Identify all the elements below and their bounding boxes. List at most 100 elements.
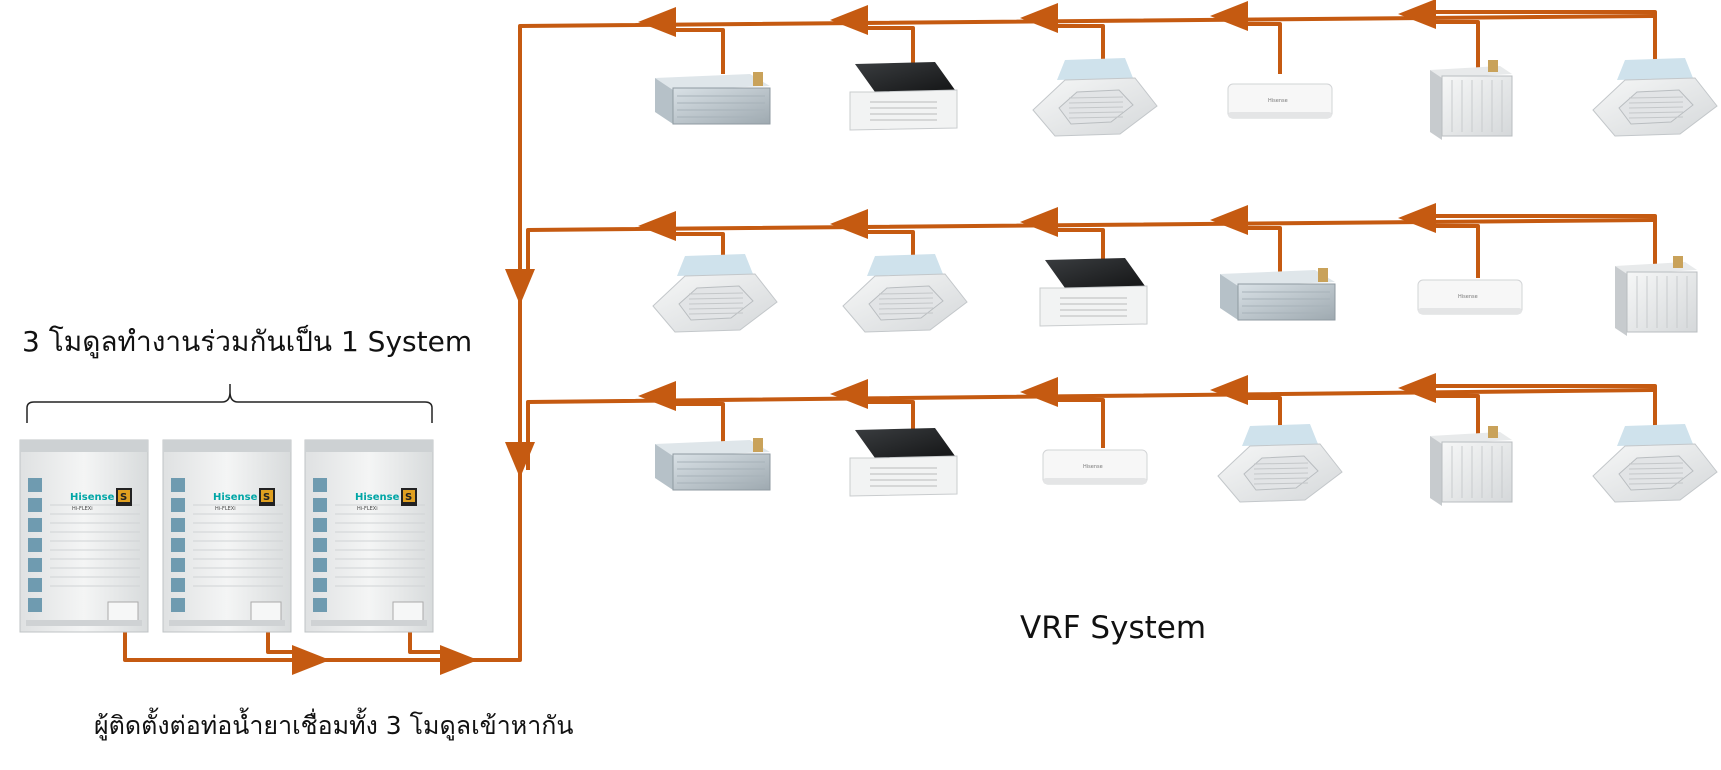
left-arrow-r3-4 (1210, 375, 1248, 405)
wall-unit-brand-text: Hisense (1083, 464, 1103, 470)
left-arrow-r3-5 (1398, 373, 1436, 403)
drop-pipe-r3-5 (1428, 394, 1480, 448)
grille-icon (28, 598, 42, 612)
grille-icon (28, 498, 42, 512)
drop-pipe-r2-5 (1428, 224, 1480, 278)
outdoor-header-pipe (123, 632, 520, 662)
grille-icon (171, 498, 185, 512)
modules-system-label: 3 โมดูลทำงานร่วมกันเป็น 1 System (22, 325, 473, 358)
grille-icon (171, 518, 185, 532)
cassette-unit-black (849, 62, 958, 131)
left-arrow-r3-3 (1020, 377, 1058, 407)
branch-row-2-pipe (526, 218, 1656, 270)
drop-pipe-r1-4 (1240, 22, 1282, 74)
drop-pipe-r1-1 (668, 28, 725, 74)
left-arrow-r1-1 (638, 7, 676, 37)
outdoor-link-pipe-3 (408, 632, 445, 654)
series-logo-text: Hi-FLEXi (215, 506, 236, 512)
drop-pipe-r1-3 (1050, 24, 1105, 74)
grille-icon (28, 578, 42, 592)
left-arrow-r1-4 (1210, 1, 1248, 31)
outdoor-link-pipe-2 (266, 632, 300, 654)
cassette-unit (1592, 58, 1718, 137)
badge-text: S (405, 492, 412, 503)
valve-icon (1488, 426, 1498, 438)
grille-icon (313, 478, 327, 492)
installer-note-label: ผู้ติดตั้งต่อท่อน้ำยาเชื่อมทั้ง 3 โมดูลเ… (94, 711, 574, 740)
ducted-unit (655, 438, 771, 491)
badge-icon (118, 490, 130, 502)
grille-icon (28, 538, 42, 552)
drop-pipe-r2-6 (1428, 214, 1657, 278)
drop-pipe-r1-6 (1428, 10, 1657, 74)
ducted-unit (655, 72, 771, 125)
badge-icon (403, 490, 415, 502)
valve-icon (753, 72, 763, 86)
valve-icon (1318, 268, 1328, 282)
valve-icon (1673, 256, 1683, 268)
grille-icon (171, 538, 185, 552)
left-arrow-r2-3 (1020, 207, 1058, 237)
wall-unit-brand-text: Hisense (1458, 294, 1478, 300)
grille-icon (313, 538, 327, 552)
grille-icon (313, 578, 327, 592)
badge-icon (261, 490, 273, 502)
left-arrow-r1-3 (1020, 3, 1058, 33)
grille-icon (313, 598, 327, 612)
floor-ceiling-unit (1615, 256, 1698, 336)
drop-pipe-r3-3 (1050, 398, 1105, 448)
badge-text: S (263, 492, 270, 503)
brand-logo-text: Hisense (70, 492, 115, 503)
vrf-system-label: VRF System (1020, 610, 1207, 646)
grille-icon (313, 498, 327, 512)
wall-unit: Hisense (1417, 279, 1523, 315)
left-arrow-r1-2 (830, 5, 868, 35)
left-arrow-r2-4 (1210, 205, 1248, 235)
outdoor-arrow-2 (440, 645, 478, 675)
grille-icon (28, 518, 42, 532)
outdoor-arrow-1 (292, 645, 330, 675)
floor-ceiling-unit (1430, 60, 1513, 140)
floor-ceiling-unit (1430, 426, 1513, 506)
wall-unit: Hisense (1042, 449, 1148, 485)
cassette-unit (1032, 58, 1158, 137)
cassette-unit (842, 254, 968, 333)
grille-icon (171, 598, 185, 612)
cassette-unit (652, 254, 778, 333)
grouping-brace (26, 384, 433, 423)
ducted-unit (1220, 268, 1336, 321)
cassette-unit (1217, 424, 1343, 503)
brand-logo-text: Hisense (213, 492, 258, 503)
left-arrow-r2-2 (830, 209, 868, 239)
wall-unit-brand-text: Hisense (1268, 98, 1288, 104)
grille-icon (171, 558, 185, 572)
valve-icon (753, 438, 763, 452)
cassette-unit-black (849, 428, 958, 497)
cassette-unit-black (1039, 258, 1148, 327)
down-arrow-row-2 (505, 269, 535, 305)
grille-icon (171, 478, 185, 492)
drop-pipe-r1-2 (860, 26, 915, 74)
drop-pipe-r3-1 (668, 402, 725, 448)
left-arrow-r2-5 (1398, 203, 1436, 233)
badge-text: S (120, 492, 127, 503)
cassette-unit (1592, 424, 1718, 503)
left-arrow-r3-2 (830, 379, 868, 409)
brand-logo-text: Hisense (355, 492, 400, 503)
drop-pipe-r2-4 (1240, 226, 1282, 278)
wall-unit: Hisense (1227, 83, 1333, 119)
left-arrow-r2-1 (638, 211, 676, 241)
left-arrow-r1-5 (1398, 0, 1436, 29)
series-logo-text: Hi-FLEXi (72, 506, 93, 512)
left-arrow-r3-1 (638, 381, 676, 411)
valve-icon (1488, 60, 1498, 72)
drop-pipe-r1-5 (1428, 20, 1480, 74)
grille-icon (28, 478, 42, 492)
grille-icon (171, 578, 185, 592)
grille-icon (313, 558, 327, 572)
